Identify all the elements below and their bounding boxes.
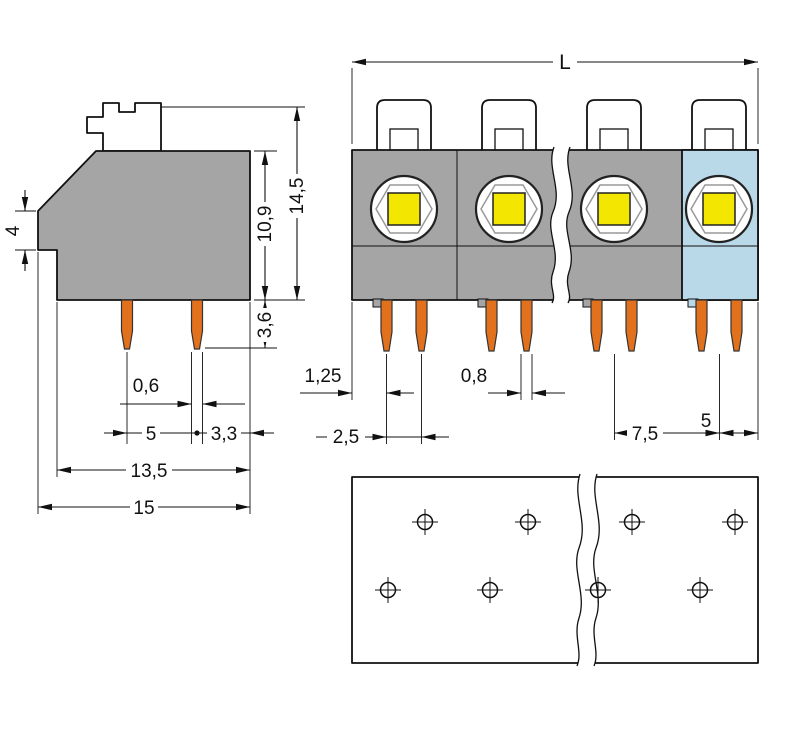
drill-mark (412, 509, 438, 535)
solder-pin (590, 299, 603, 352)
dim-label-body-height: 10,9 (255, 206, 276, 243)
dim-label-pair-pitch: 2,5 (333, 427, 359, 448)
drill-mark (375, 577, 401, 603)
front-view: L 1,25 0,8 2,5 7,5 5 (300, 50, 759, 448)
dimension-labels: 14,5 10,9 3,6 4 0,6 5 3,3 13,5 15 (3, 174, 308, 519)
extension-lines (15, 106, 305, 514)
drill-mark (515, 509, 541, 535)
dim-label-end-width: 5 (701, 411, 712, 432)
solder-pin (730, 299, 743, 352)
pushbutton-face (597, 192, 631, 226)
drill-mark (477, 577, 503, 603)
solder-pin (120, 299, 134, 350)
housing-side-profile (37, 150, 251, 301)
drill-mark (722, 509, 748, 535)
dim-label-step-height: 4 (3, 225, 24, 236)
break-line (566, 146, 573, 304)
pushbutton-face (492, 192, 526, 226)
extension-lines (351, 68, 759, 444)
drill-mark (687, 577, 713, 603)
break-line (550, 146, 557, 304)
dim-label-pin-to-edge: 3,3 (211, 424, 237, 445)
dim-label-pole-pitch: 7,5 (632, 424, 658, 445)
dim-label-length: L (559, 51, 571, 74)
dimension-labels: L 1,25 0,8 2,5 7,5 5 (305, 50, 712, 448)
dim-label-pin-pitch: 5 (146, 424, 157, 445)
dim-label-edge-to-pin: 1,25 (305, 366, 342, 387)
break-line (576, 473, 583, 667)
drilling-outline (351, 476, 759, 664)
drilling-plan (351, 473, 759, 667)
solder-pin (380, 299, 393, 352)
pushbutton-slot (389, 128, 419, 152)
screw-head (86, 102, 162, 152)
solder-pin (190, 299, 204, 350)
solder-pin (415, 299, 428, 352)
drill-mark (585, 577, 611, 603)
solder-pin (485, 299, 498, 352)
pushbutton-slot (494, 128, 524, 152)
solder-pin (695, 299, 708, 352)
pushbutton-slot (704, 128, 734, 152)
dim-label-pin-width: 0,6 (133, 376, 159, 397)
pushbutton-face (387, 192, 421, 226)
dim-label-pin-length: 3,6 (255, 312, 276, 338)
dim-label-total-width: 15 (133, 498, 154, 519)
solder-pin (520, 299, 533, 352)
pushbutton-face (702, 192, 736, 226)
break-line (593, 473, 600, 667)
side-view: 14,5 10,9 3,6 4 0,6 5 3,3 13,5 15 (3, 102, 308, 519)
dimension-dot (194, 430, 200, 436)
solder-pin (625, 299, 638, 352)
dim-label-pin-width: 0,8 (461, 366, 487, 387)
dim-label-body-width: 13,5 (131, 461, 168, 482)
dim-label-total-height: 14,5 (287, 178, 308, 215)
pushbutton-slot (599, 128, 629, 152)
drill-mark (619, 509, 645, 535)
